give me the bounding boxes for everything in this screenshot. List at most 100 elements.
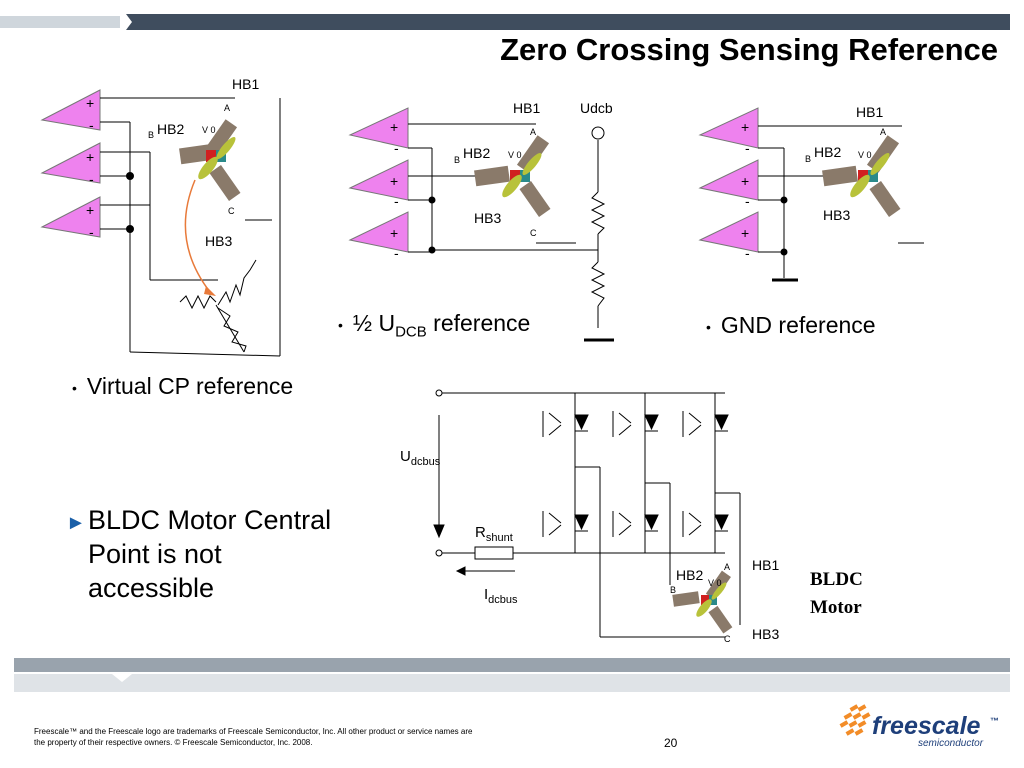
igbt-u-high [542, 411, 589, 437]
footer-dark-bar [14, 658, 1010, 672]
u-dcbus-main: U [400, 448, 411, 465]
i-dcbus-sub: dcbus [488, 594, 518, 606]
plus-2b: + [390, 173, 399, 189]
bullet-half-sub: DCB [395, 323, 427, 341]
minus-2c: - [394, 245, 399, 261]
phase-c-2: C [530, 228, 537, 238]
logo-subtitle: semiconductor [918, 738, 984, 749]
hb1-label-2: HB1 [513, 100, 541, 116]
logo-mark-icon [839, 704, 871, 736]
hb2-label-2: HB2 [463, 145, 491, 161]
phase-a-1: A [224, 103, 231, 113]
inverter-bridge-diagram [433, 389, 741, 638]
i-dcbus-label: Idcbus [484, 586, 518, 606]
phase-v0-2: V 0 [508, 150, 522, 160]
minus-2b: - [394, 193, 399, 209]
plus-1a: + [86, 95, 95, 111]
minus-3c: - [745, 245, 750, 261]
divider-resistor-bottom [590, 261, 606, 307]
phase-c-4: C [724, 634, 731, 644]
hb3-label-3: HB3 [823, 207, 851, 223]
page-number: 20 [664, 736, 678, 750]
phase-b-4: B [670, 585, 677, 595]
plus-1c: + [86, 202, 95, 218]
plus-3b: + [741, 173, 750, 189]
footer-light-bar [14, 674, 1010, 692]
header-light-bar [0, 16, 120, 28]
phase-a-4: A [724, 562, 731, 572]
motor-symbol-4 [672, 570, 733, 634]
phase-v0-1: V 0 [202, 125, 216, 135]
igbt-v-low [612, 511, 659, 537]
igbt-w-high [682, 411, 729, 437]
bldc-motor-line-2: Motor [810, 597, 862, 618]
bullet-gnd-text: GND reference [720, 312, 876, 338]
hb3-label-4: HB3 [752, 626, 780, 642]
u-dcbus-sub: dcbus [410, 456, 441, 468]
legal-notice: Freescale™ and the Freescale logo are tr… [34, 726, 514, 748]
bullet-half-prefix: ½ U [352, 310, 396, 336]
plus-3c: + [741, 225, 750, 241]
motor-symbol-3 [822, 135, 901, 217]
page-title: Zero Crossing Sensing Reference [500, 32, 998, 67]
hb1-label-3: HB1 [856, 104, 884, 120]
r-shunt-main: R [475, 524, 486, 541]
minus-2a: - [394, 140, 399, 156]
phase-v0-3: V 0 [858, 150, 872, 160]
i-dcbus-main: I [484, 586, 489, 603]
opamp-1 [40, 89, 101, 131]
note-text: BLDC Motor Central Point is not accessib… [88, 505, 332, 603]
phase-c-1: C [228, 206, 235, 216]
plus-1b: + [86, 149, 95, 165]
opamp-7 [698, 107, 759, 149]
bullet-virtual-cp-text: Virtual CP reference [86, 373, 294, 399]
bldc-motor-line-1: BLDC [810, 569, 863, 590]
header-dark-bar [126, 14, 1010, 30]
divider-resistor-top [590, 191, 606, 235]
virtual-cp-arrow [184, 179, 211, 293]
opamp-2 [40, 142, 101, 184]
opamp-6 [348, 211, 409, 253]
minus-1c: - [89, 224, 94, 240]
phase-b-1: B [148, 130, 155, 140]
bullet-half-udcb: •½ UDCB reference [338, 310, 531, 341]
minus-1a: - [89, 117, 94, 133]
opamp-3 [40, 196, 101, 238]
resistor-star-3 [217, 307, 247, 353]
u-dcbus-label: Udcbus [400, 448, 440, 468]
bldc-motor-label: BLDC Motor [810, 566, 863, 622]
phase-a-3: A [880, 127, 887, 137]
bullet-gnd: •GND reference [706, 312, 876, 338]
plus-2a: + [390, 119, 399, 135]
note-marker: ► [66, 512, 86, 534]
legal-line-1: Freescale™ and the Freescale logo are tr… [34, 727, 473, 736]
opamp-8 [698, 159, 759, 201]
igbt-v-high [612, 411, 659, 437]
phase-v0-4: V 0 [708, 578, 722, 588]
hb3-label-1: HB3 [205, 233, 233, 249]
half-udcb-diagram [348, 107, 614, 342]
minus-3b: - [745, 193, 750, 209]
minus-3a: - [745, 140, 750, 156]
header-band [0, 14, 1010, 30]
minus-1b: - [89, 171, 94, 187]
hb1-label-1: HB1 [232, 76, 260, 92]
r-shunt-sub: shunt [485, 532, 513, 544]
motor-symbol-1 [179, 119, 241, 201]
phase-a-2: A [530, 127, 537, 137]
freescale-logo: freescale ™ semiconductor [838, 704, 1008, 754]
bullet-half-suffix: reference [426, 310, 531, 336]
phase-b-3: B [805, 154, 812, 164]
opamp-9 [698, 211, 759, 253]
udcb-label: Udcb [580, 100, 613, 116]
footer-band [14, 658, 1010, 692]
resistor-star-2 [217, 259, 257, 306]
hb2-label-4: HB2 [676, 567, 704, 583]
logo-wordmark: freescale [872, 712, 981, 740]
virtual-cp-diagram [40, 89, 281, 357]
gnd-reference-diagram [698, 107, 924, 282]
opamp-5 [348, 159, 409, 201]
igbt-switches [542, 411, 729, 537]
phase-b-2: B [454, 155, 461, 165]
resistor-star-1 [179, 294, 217, 310]
